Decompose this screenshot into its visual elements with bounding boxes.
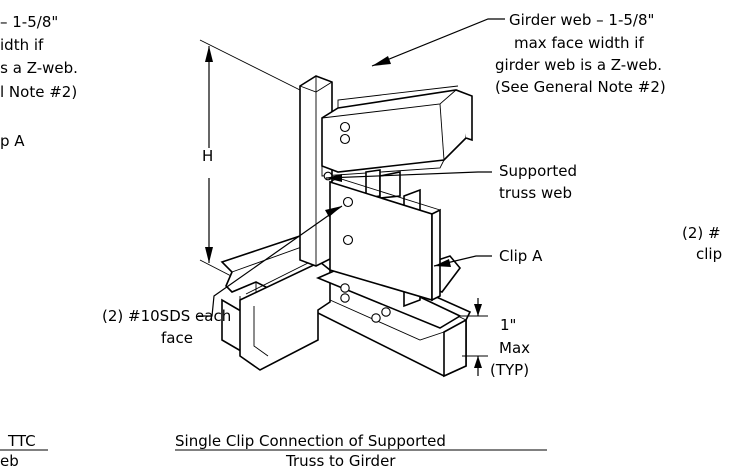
girder-note-line-2: max face width if	[514, 34, 644, 52]
supported-leader-arrow	[326, 174, 342, 182]
upper-channel-bottom-flange	[321, 159, 445, 177]
screw-clip-1	[342, 196, 354, 208]
supported-leader-line	[325, 171, 492, 179]
clip-a-leader-arrow	[434, 259, 451, 267]
screws-label-line-1: (2) #10SDS each	[102, 307, 231, 325]
right-note-line-2: clip	[696, 245, 722, 263]
caption-line-2: Truss to Girder	[285, 452, 396, 470]
height-arrow-top	[205, 46, 213, 62]
supported-chord-web	[253, 306, 269, 357]
screw-upper-2	[339, 133, 351, 145]
screw-chord-1	[340, 283, 350, 293]
max-arrow-bottom	[474, 356, 482, 368]
clip-a-label: Clip A	[499, 247, 543, 265]
supported-web-callout: Supported truss web	[325, 162, 577, 202]
girder-note-line-1: Girder web – 1-5/8"	[509, 11, 654, 29]
supported-chord-body	[239, 261, 331, 371]
height-extension-top	[199, 39, 301, 91]
girder-leader-arrow	[372, 56, 391, 66]
upper-channel-crease	[439, 103, 445, 161]
max-dimension: 1" Max (TYP)	[458, 298, 530, 379]
height-dimension: H	[199, 39, 301, 279]
left-note-line-4: l Note #2)	[0, 83, 77, 101]
chord-floor-edge	[329, 299, 445, 341]
supported-label-line-1: Supported	[499, 162, 577, 180]
upper-channel-end	[455, 89, 473, 142]
supported-label-line-2: truss web	[499, 184, 572, 202]
max-label-line-3: (TYP)	[490, 361, 529, 379]
screws-callout: (2) #10SDS each face	[102, 205, 343, 347]
screws-label-line-2: face	[161, 329, 193, 347]
drawing-caption: Single Clip Connection of Supported Trus…	[175, 432, 547, 470]
screws-leader-arrow	[325, 206, 342, 217]
max-label-line-1: 1"	[500, 316, 516, 334]
height-arrow-bottom	[205, 247, 213, 263]
max-arrow-top	[474, 304, 482, 316]
girder-chord-end-face	[443, 318, 467, 378]
upper-truss-channel	[321, 85, 473, 177]
screw-chord-4	[381, 307, 391, 317]
girder-web-top-edge	[299, 81, 333, 93]
truss-web-stub-right	[379, 171, 401, 199]
max-label-line-2: Max	[499, 339, 530, 357]
screw-chord-2	[340, 293, 350, 303]
clip-a-callout: Clip A	[433, 247, 543, 267]
screw-chord-3	[371, 313, 381, 323]
left-note-line-1: – 1-5/8"	[0, 13, 58, 31]
bottom-left-line-1: TTC	[7, 432, 36, 450]
left-partial-note: – 1-5/8" idth if is a Z-web. l Note #2) …	[0, 13, 78, 150]
height-extension-bottom	[199, 259, 236, 279]
girder-leader-line	[371, 18, 505, 67]
bottom-left-line-2: eb	[0, 452, 19, 470]
girder-note-line-3: girder web is a Z-web.	[495, 56, 662, 74]
left-note-line-3: is a Z-web.	[0, 59, 78, 77]
left-clip-label: p A	[0, 132, 25, 150]
right-partial-note: (2) # clip	[682, 224, 722, 263]
height-label: H	[202, 147, 213, 165]
right-note-line-1: (2) #	[682, 224, 721, 242]
girder-web-note: Girder web – 1-5/8" max face width if gi…	[371, 11, 666, 96]
girder-note-line-4: (See General Note #2)	[495, 78, 666, 96]
clip-a	[329, 177, 441, 302]
caption-line-1: Single Clip Connection of Supported	[175, 432, 446, 450]
clip-a-edge	[431, 208, 441, 302]
bottom-left-partial-title: TTC eb	[0, 432, 48, 470]
girder-web-post	[299, 75, 333, 267]
screw-clip-2	[342, 234, 354, 246]
screw-upper-1	[339, 121, 351, 133]
screws-leader-line	[198, 205, 343, 317]
upper-channel-top-flange	[337, 85, 459, 108]
left-note-line-2: idth if	[0, 36, 44, 54]
